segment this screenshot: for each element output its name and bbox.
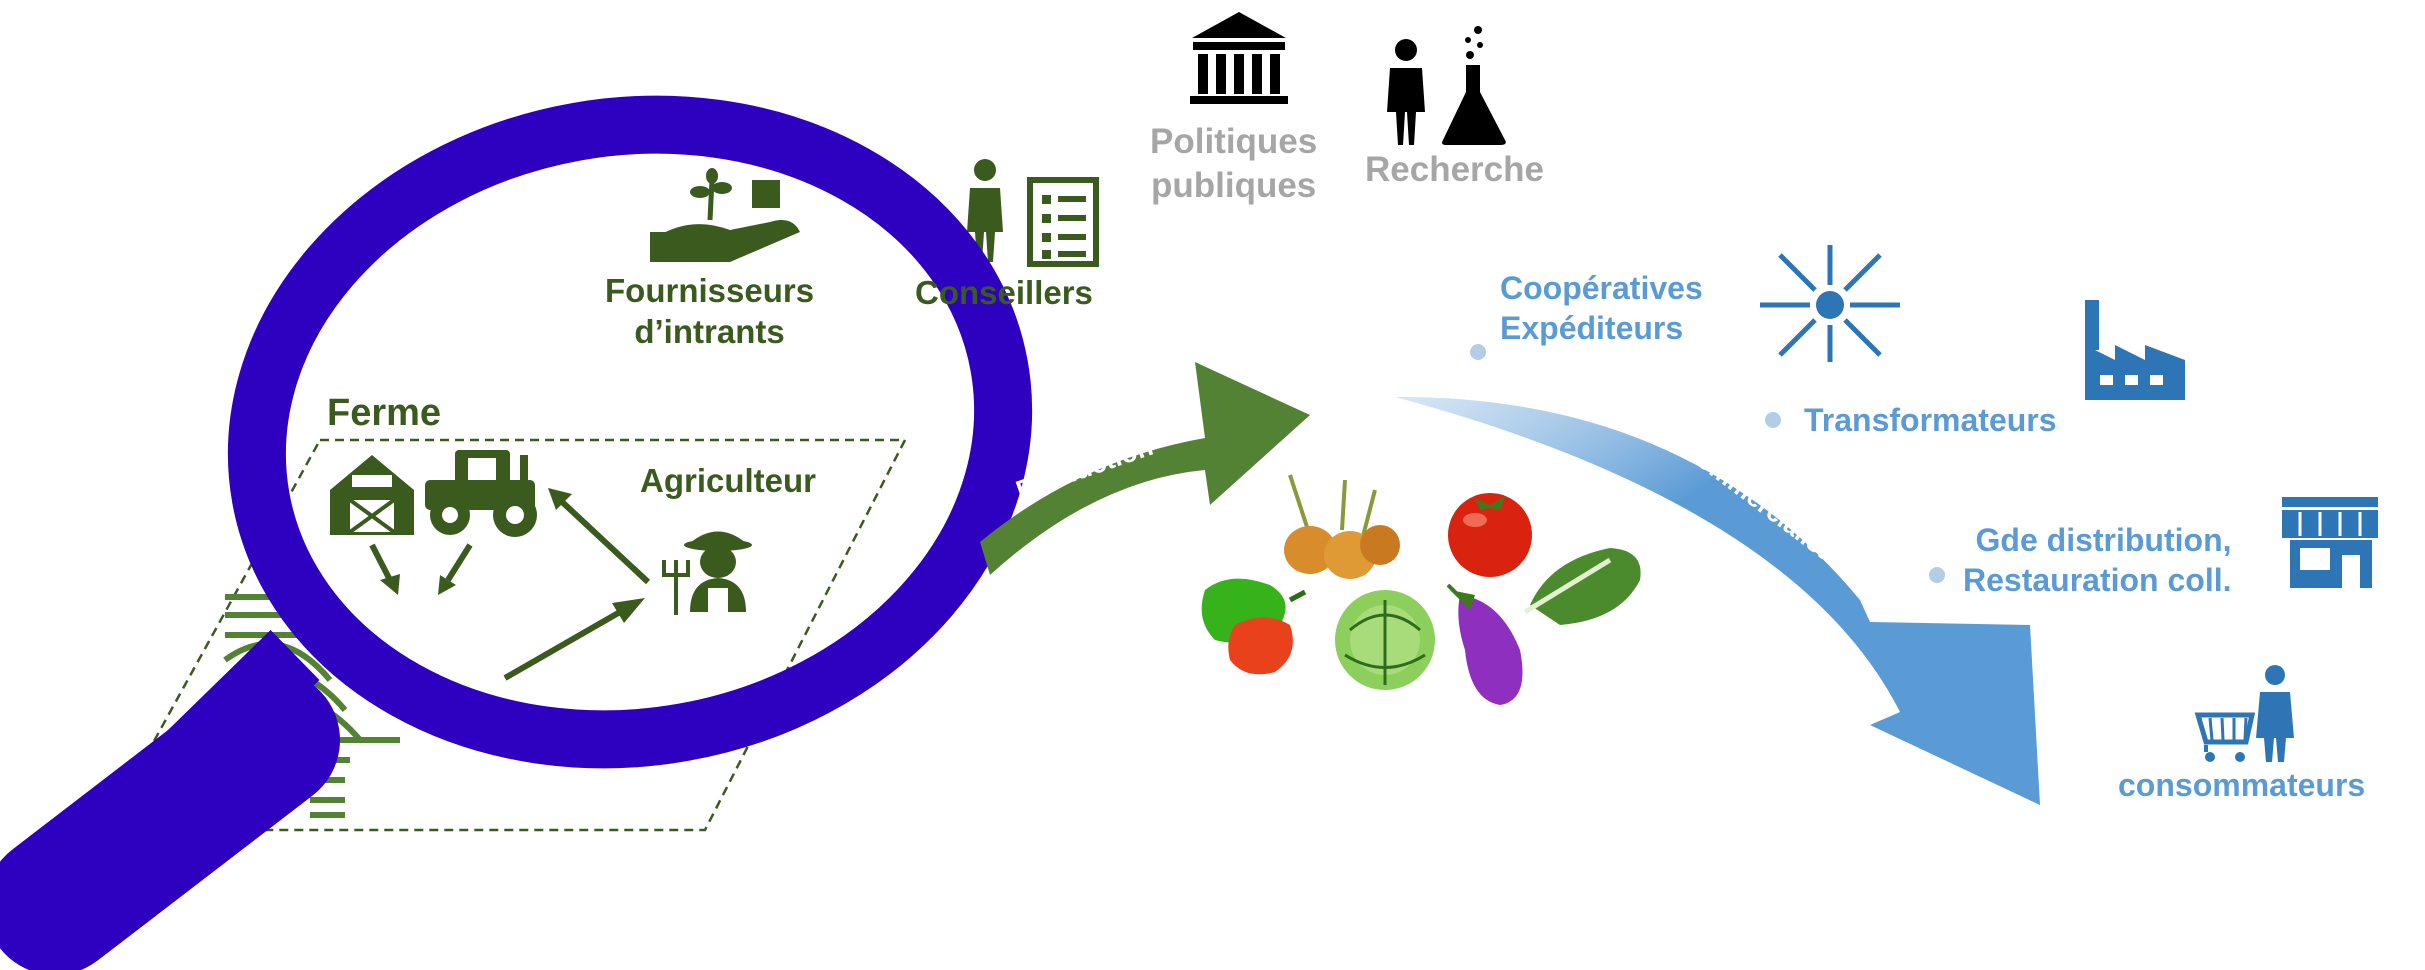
policies-label: Politiques publiques bbox=[1150, 122, 1318, 205]
farmer-icon bbox=[662, 531, 752, 615]
consumers-label: consommateurs bbox=[2118, 767, 2366, 803]
distribution-label: Gde distribution, Restauration coll. bbox=[1963, 522, 2232, 598]
supplier-hand-icon bbox=[650, 168, 800, 262]
production-arrow bbox=[980, 362, 1310, 575]
tomato-icon bbox=[1448, 493, 1532, 577]
pepper-icon bbox=[1201, 578, 1307, 675]
consumer-cart-icon bbox=[2194, 712, 2256, 762]
bullet-processors bbox=[1765, 412, 1781, 428]
cooperatives-label: Coopératives Expéditeurs bbox=[1500, 270, 1703, 346]
bullet-cooperatives bbox=[1470, 344, 1486, 360]
store-icon bbox=[2282, 497, 2378, 588]
farm-arrows bbox=[369, 488, 651, 681]
factory-icon bbox=[2085, 300, 2185, 400]
bullet-distribution bbox=[1929, 567, 1945, 583]
processors-label: Transformateurs bbox=[1804, 402, 2057, 438]
onion-icon bbox=[1284, 474, 1400, 579]
flask-icon bbox=[1442, 26, 1506, 145]
chard-icon bbox=[1523, 548, 1641, 625]
cooperative-hub-icon bbox=[1760, 245, 1900, 362]
barn-icon bbox=[330, 455, 414, 535]
tractor-icon bbox=[425, 450, 537, 537]
advisors-label: Conseillers bbox=[915, 274, 1093, 311]
vegetables-illustration bbox=[1201, 474, 1641, 705]
consumer-person-icon bbox=[2256, 665, 2294, 762]
institution-icon bbox=[1190, 12, 1288, 104]
research-label: Recherche bbox=[1365, 150, 1544, 189]
lettuce-icon bbox=[1335, 590, 1435, 690]
eggplant-icon bbox=[1446, 583, 1523, 705]
commercialisation-arrow bbox=[1395, 396, 2040, 805]
farm-boundary bbox=[102, 438, 908, 832]
farmer-label: Agriculteur bbox=[640, 462, 817, 499]
suppliers-label: Fournisseurs d’intrants bbox=[605, 272, 815, 351]
researcher-icon bbox=[1387, 39, 1425, 145]
farm-label: Ferme bbox=[327, 392, 442, 434]
magnifier-icon bbox=[0, 95, 1033, 970]
advisor-icon bbox=[967, 159, 1099, 267]
